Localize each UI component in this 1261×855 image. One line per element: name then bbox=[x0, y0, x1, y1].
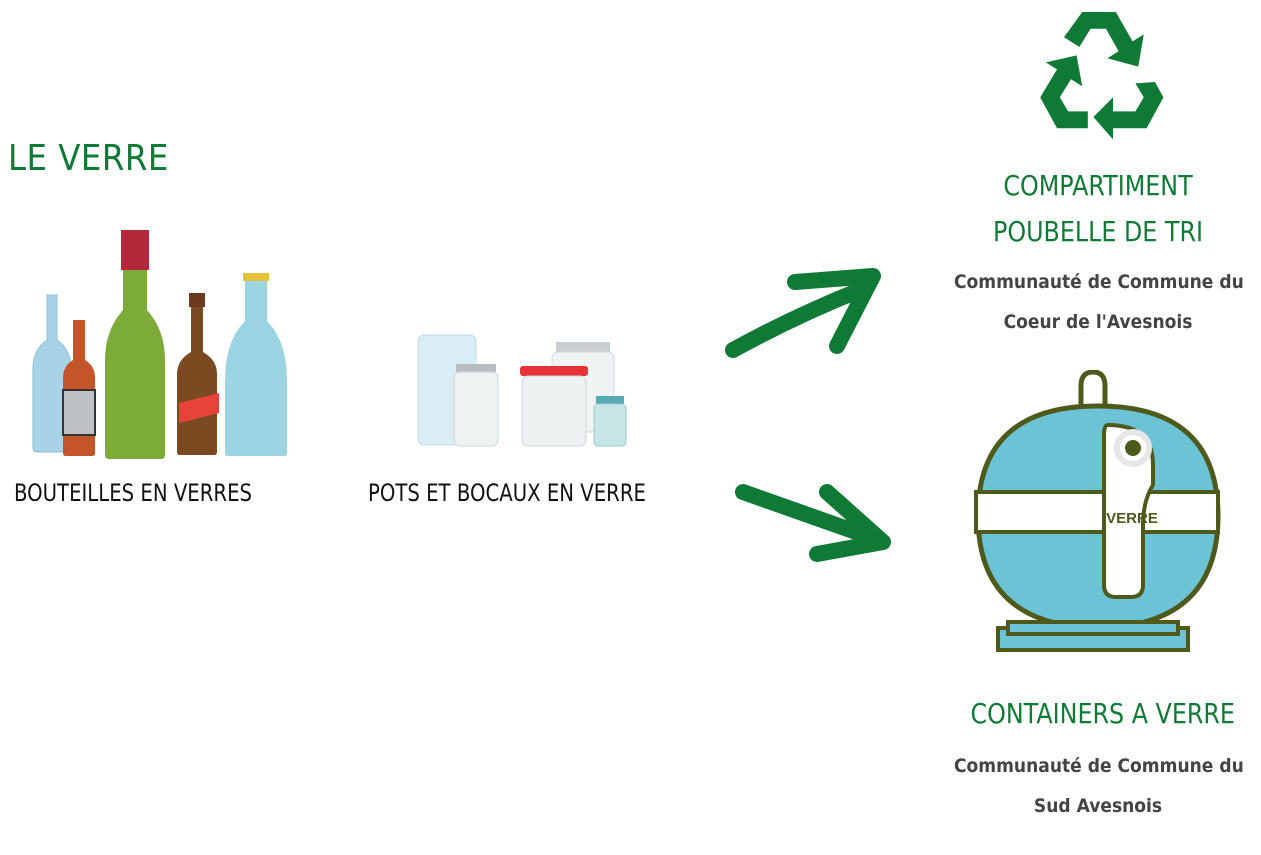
glass-container-icon: VERRE bbox=[974, 370, 1221, 652]
bottles-caption: BOUTEILLES EN VERRES bbox=[14, 479, 253, 507]
glass-bottles-illustration bbox=[32, 230, 287, 459]
containers-sub-line1: Communauté de Commune du bbox=[954, 755, 1244, 777]
compartment-heading-line2: POUBELLE DE TRI bbox=[992, 215, 1204, 248]
compartment-heading-line1: COMPARTIMENT bbox=[1003, 169, 1193, 202]
compartment-sub-line2: Coeur de l'Avesnois bbox=[1003, 311, 1193, 333]
containers-heading: CONTAINERS A VERRE bbox=[970, 697, 1235, 730]
container-label: VERRE bbox=[1106, 510, 1158, 527]
page-title: LE VERRE bbox=[8, 138, 169, 179]
glass-jars-illustration bbox=[417, 334, 627, 447]
recycle-icon bbox=[1040, 12, 1164, 140]
compartment-sub-line1: Communauté de Commune du bbox=[954, 271, 1244, 293]
jars-caption: POTS ET BOCAUX EN VERRE bbox=[368, 479, 646, 507]
arrow-up-right-icon bbox=[725, 268, 881, 358]
containers-sub-line2: Sud Avesnois bbox=[1033, 795, 1163, 817]
arrow-down-right-icon bbox=[735, 484, 891, 562]
